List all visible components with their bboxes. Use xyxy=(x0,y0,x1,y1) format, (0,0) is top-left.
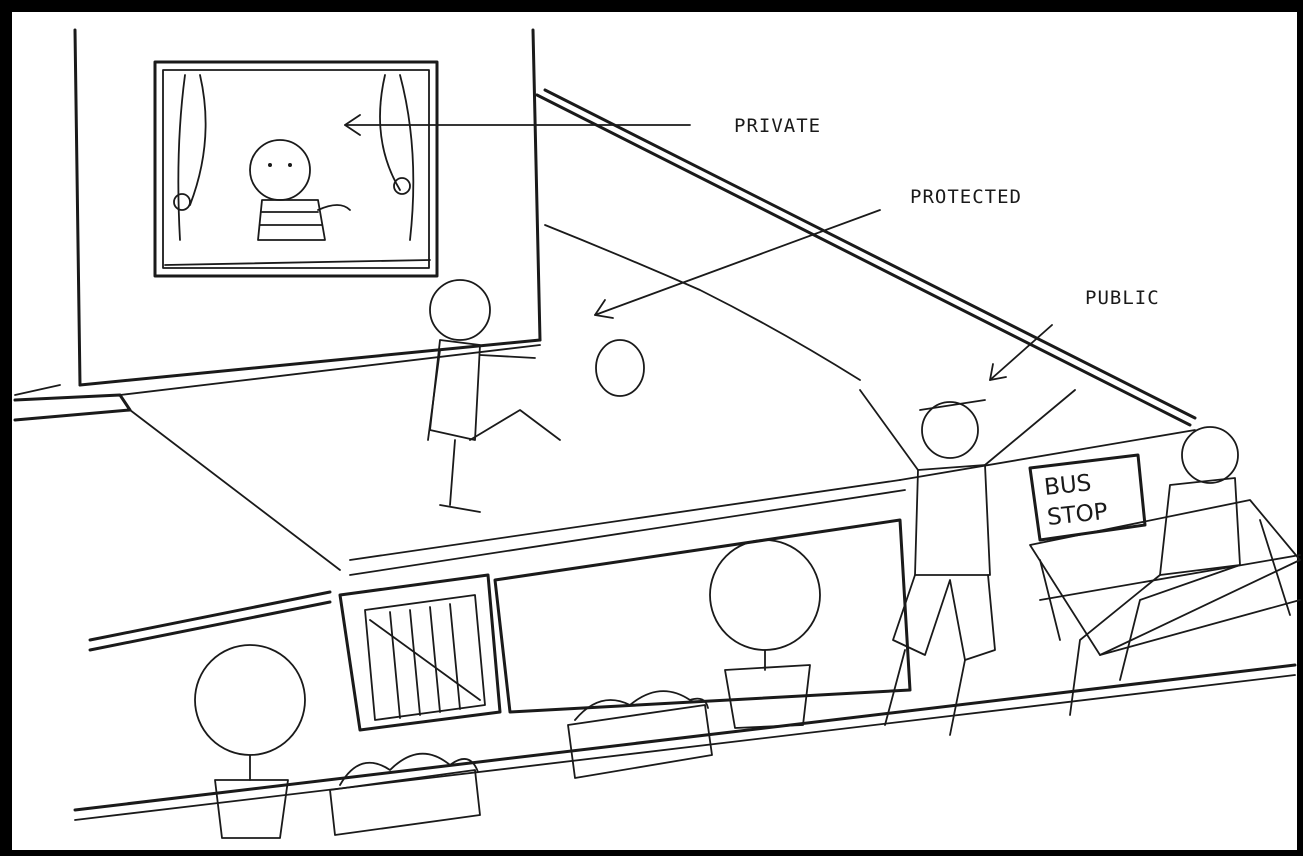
label-public: PUBLIC xyxy=(1085,287,1160,309)
bus-stop-sign-line1: BUS xyxy=(1043,470,1093,501)
label-protected: PROTECTED xyxy=(910,186,1022,208)
label-private: PRIVATE xyxy=(734,115,821,137)
